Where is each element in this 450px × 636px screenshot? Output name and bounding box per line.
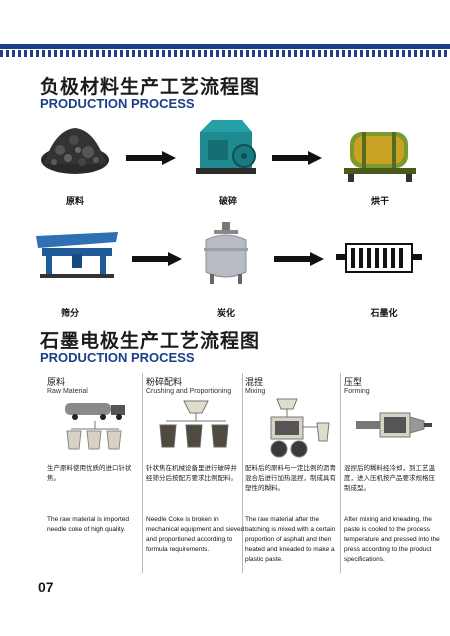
dryer-icon [344, 132, 416, 182]
column-title-zh: 混捏 [245, 378, 264, 388]
column-desc-zh: 混捏后的糊料经冷却，到工艺温度，进入压机按产品要求规格压制成型。 [344, 464, 435, 492]
arrow-right-icon [132, 252, 182, 266]
tanker-truck-icon [65, 403, 125, 450]
process-column-raw-material: 原料 Raw Material 生产原料使用优质的进口针状焦。 The raw … [47, 375, 149, 575]
section1-title-en: PRODUCTION PROCESS [40, 96, 195, 111]
column-desc-zh: 生产原料使用优质的进口针状焦。 [47, 464, 132, 482]
process-column-forming: 压型 Forming 混捏后的糊料经冷却，到工艺温度，进入压机按产品要求规格压制… [344, 375, 446, 575]
reactor-icon [204, 222, 248, 284]
column-desc-en: The raw material after the batching is m… [245, 516, 336, 563]
column-title-en: Mixing [245, 388, 266, 395]
coal-pile-icon [41, 128, 109, 174]
column-title-zh: 原料 [47, 378, 66, 388]
column-title-en: Forming [344, 388, 370, 395]
column-desc-en: After mixing and kneading, the paste is … [344, 516, 440, 563]
column-desc-en: Needle Coke is broken in mechanical equi… [146, 516, 245, 553]
step-label: 筛分 [60, 309, 79, 319]
page-number: 07 [38, 579, 54, 595]
step-label: 原料 [65, 197, 84, 207]
column-divider [340, 373, 341, 573]
column-divider [142, 373, 143, 573]
step-label: 炭化 [216, 309, 235, 319]
process-column-mixing: 混捏 Mixing 配料后的原料与一定比例的沥青混合后进行加热混捏，制成具有塑性… [245, 375, 347, 575]
kneading-mixer-icon [270, 398, 330, 458]
graphitization-furnace-icon [336, 243, 422, 273]
arrow-right-icon [274, 252, 324, 266]
step-label: 石墨化 [370, 309, 398, 319]
column-title-zh: 压型 [344, 378, 363, 388]
column-divider [242, 373, 243, 573]
column-desc-zh: 针状焦在机械设备里进行破碎并经筛分后按配方要求比例配料。 [146, 464, 237, 482]
section1-title-zh: 负极材料生产工艺流程图 [40, 76, 261, 98]
crusher-icon [196, 120, 256, 174]
section2-title-en: PRODUCTION PROCESS [40, 350, 195, 365]
extrusion-press-icon [356, 412, 432, 438]
column-desc-en: The raw material is imported needle coke… [47, 516, 129, 533]
step-label: 烘干 [370, 197, 389, 207]
section2-title-zh: 石墨电极生产工艺流程图 [40, 330, 261, 352]
arrow-right-icon [126, 151, 176, 165]
column-title-en: Raw Material [47, 388, 88, 395]
step-label: 破碎 [218, 197, 237, 207]
screen-sifter-icon [36, 232, 118, 278]
column-title-en: Crushing and Proportioning [146, 388, 232, 395]
arrow-right-icon [272, 151, 322, 165]
column-desc-zh: 配料后的原料与一定比例的沥青混合后进行加热混捏，制成具有塑性的糊料。 [245, 464, 336, 492]
proportioning-hoppers-icon [159, 400, 229, 448]
column-title-zh: 粉碎配料 [146, 378, 183, 388]
process-column-crushing: 粉碎配料 Crushing and Proportioning 针状焦在机械设备… [146, 375, 248, 575]
header-stripe-bar [0, 44, 450, 58]
